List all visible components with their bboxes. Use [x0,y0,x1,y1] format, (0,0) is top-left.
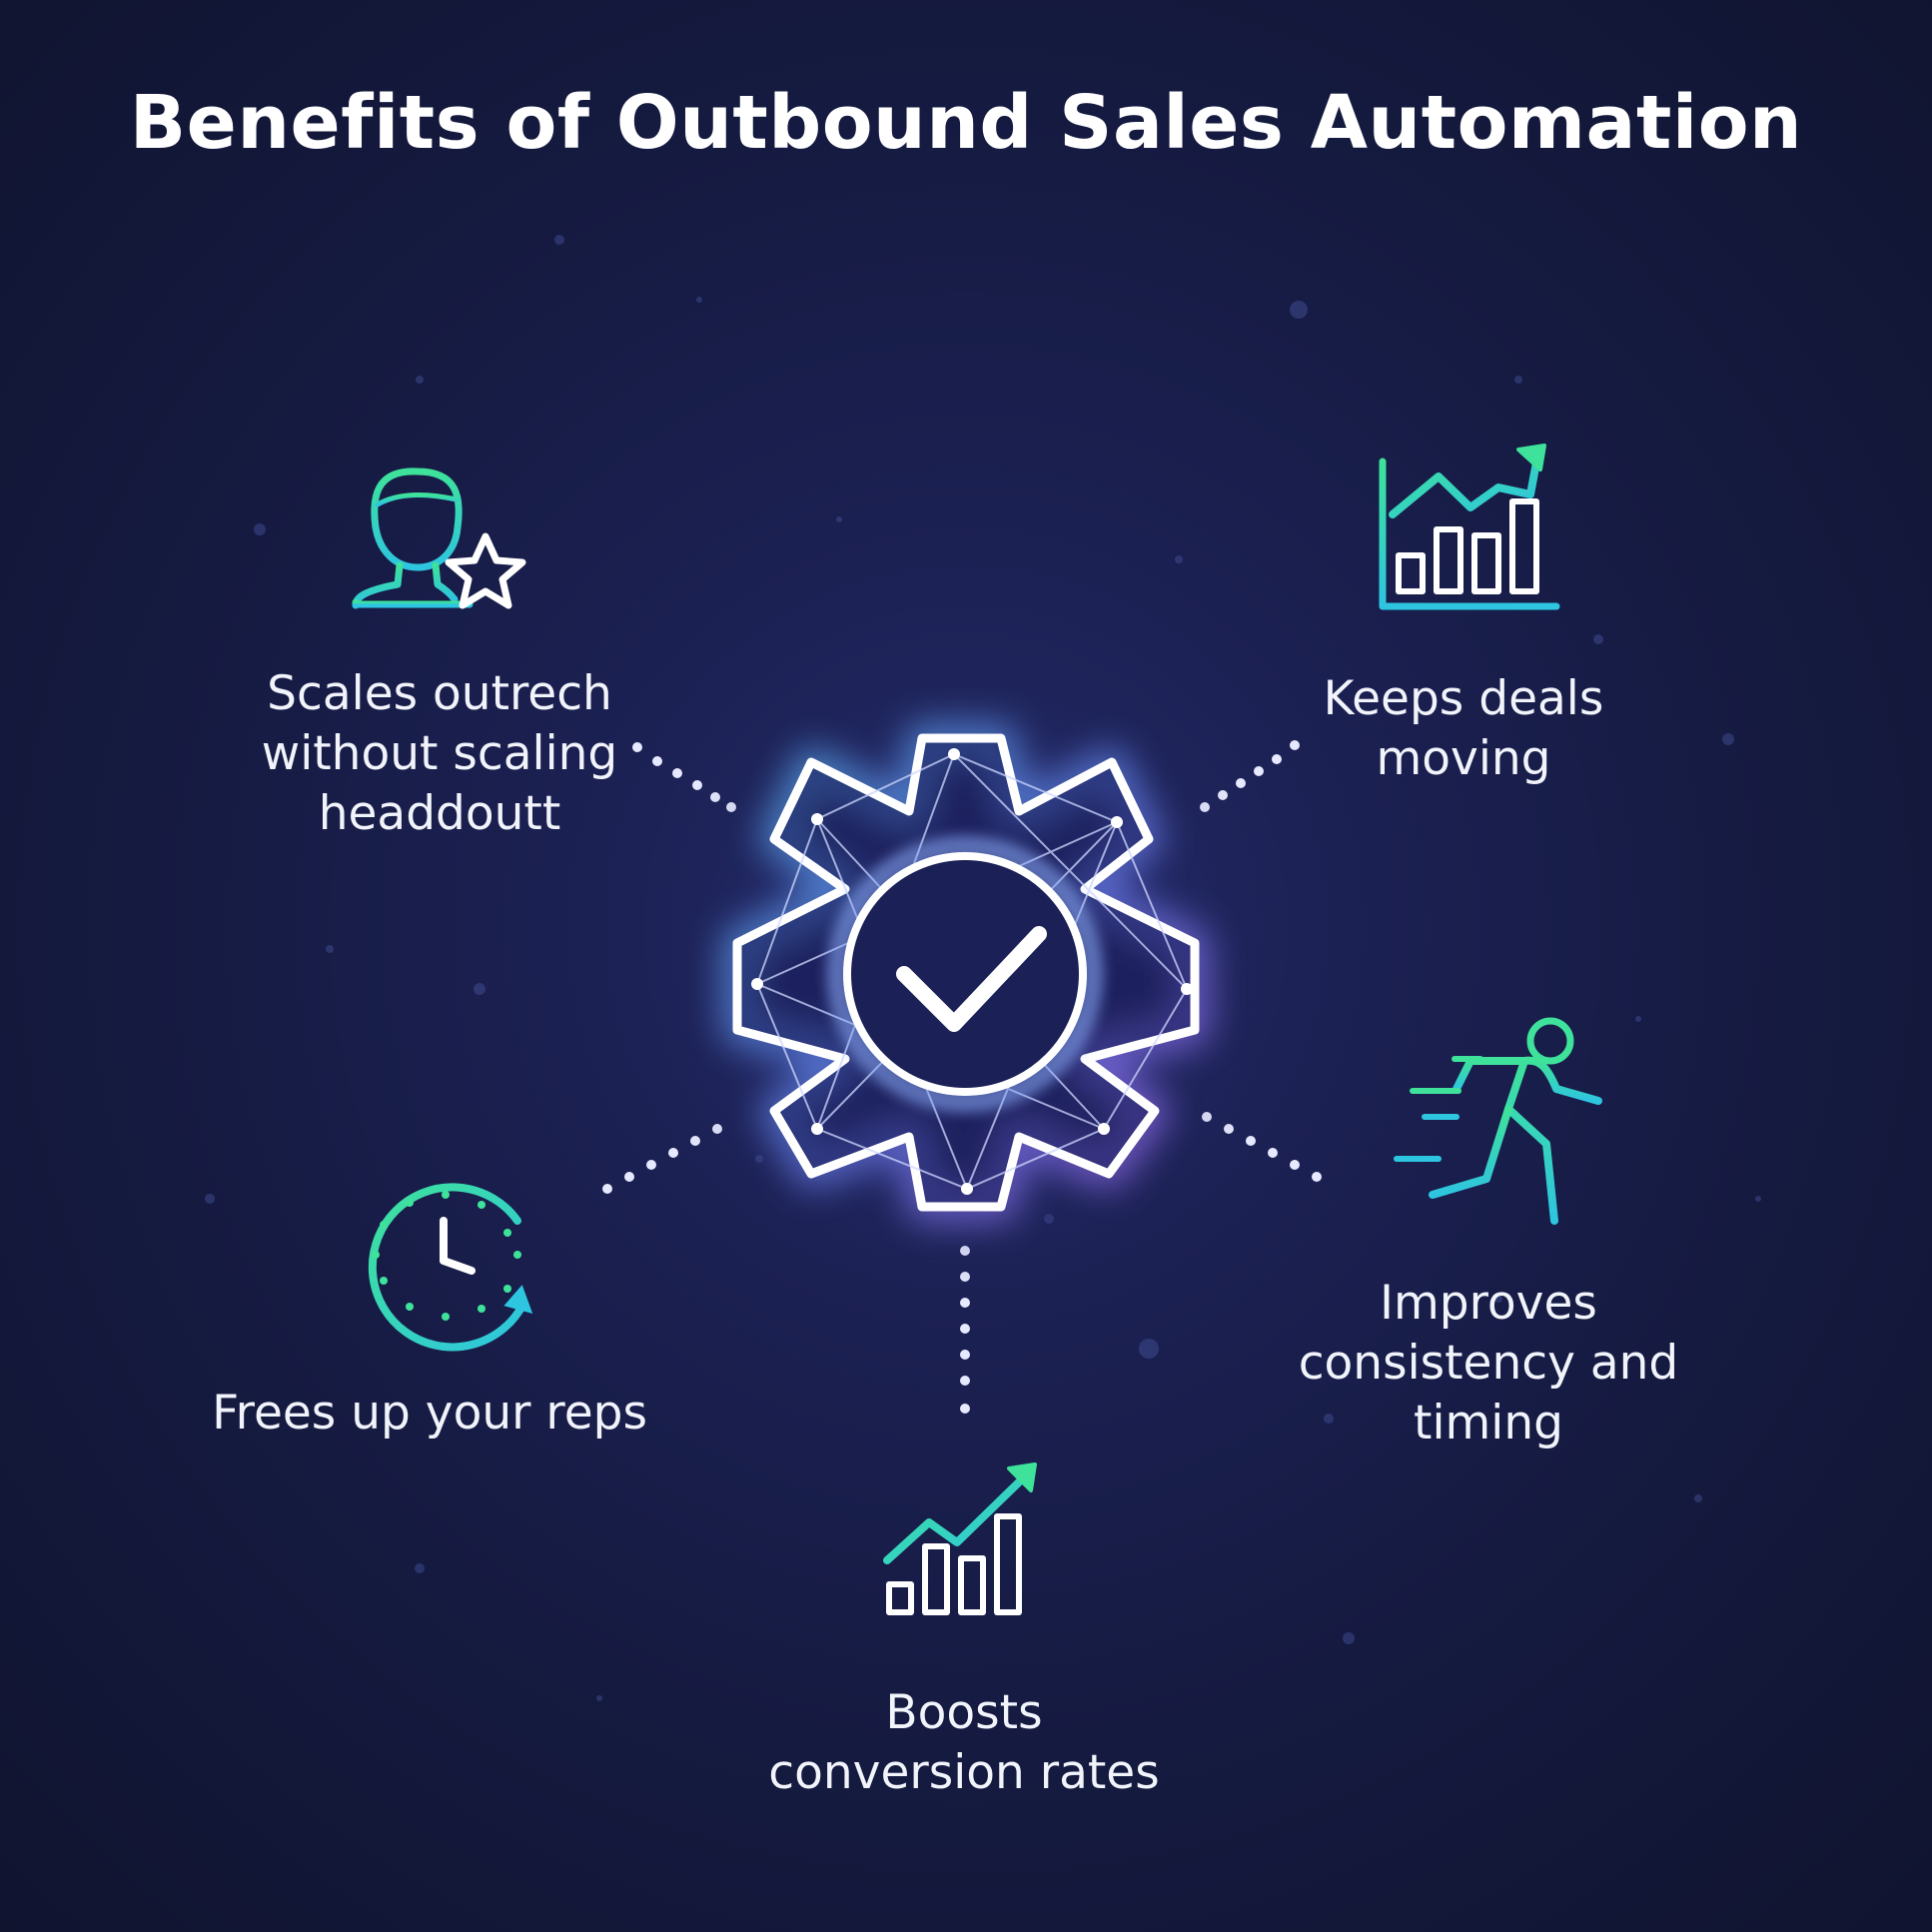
clock-icon [368,1183,533,1352]
gear-check-icon [635,644,1295,1304]
connector-dot [602,1184,612,1194]
user-star-icon [352,468,526,609]
benefit-label-boosts-conversion: Boosts conversion rates [768,1685,1160,1800]
page-title: Benefits of Outbound Sales Automation [129,80,1803,166]
benefit-label-scales-outreach: Scales outrech without scaling headdoutt [261,666,618,841]
connector-dot [652,756,662,766]
connector-dot [960,1350,970,1360]
benefit-label-keeps-deals-moving: Keeps deals moving [1323,671,1604,786]
connector-dot [960,1324,970,1334]
connector-dot [1272,754,1282,764]
connector-dot [1290,1160,1300,1170]
connector-dot [960,1376,970,1386]
connector-dot [668,1148,678,1158]
benefit-label-frees-up-reps: Frees up your reps [212,1386,647,1441]
connector-dot [1312,1172,1322,1182]
connector-dot [1268,1148,1278,1158]
connector-dot [632,742,642,752]
connector-dot [624,1172,634,1182]
connector-dot [672,768,682,778]
growth-chart-icon [1379,444,1560,610]
connector-dot [1290,740,1300,750]
connector-dot [1236,778,1246,788]
connector-dot [1254,766,1264,776]
checkmark-icon [896,926,1047,1032]
connector-dot [960,1404,970,1414]
running-person-icon [1394,1017,1602,1225]
benefit-label-improves-consistency: Improves consistency and timing [1298,1276,1679,1450]
bar-chart-icon [865,1462,1047,1630]
connector-dot [646,1160,656,1170]
